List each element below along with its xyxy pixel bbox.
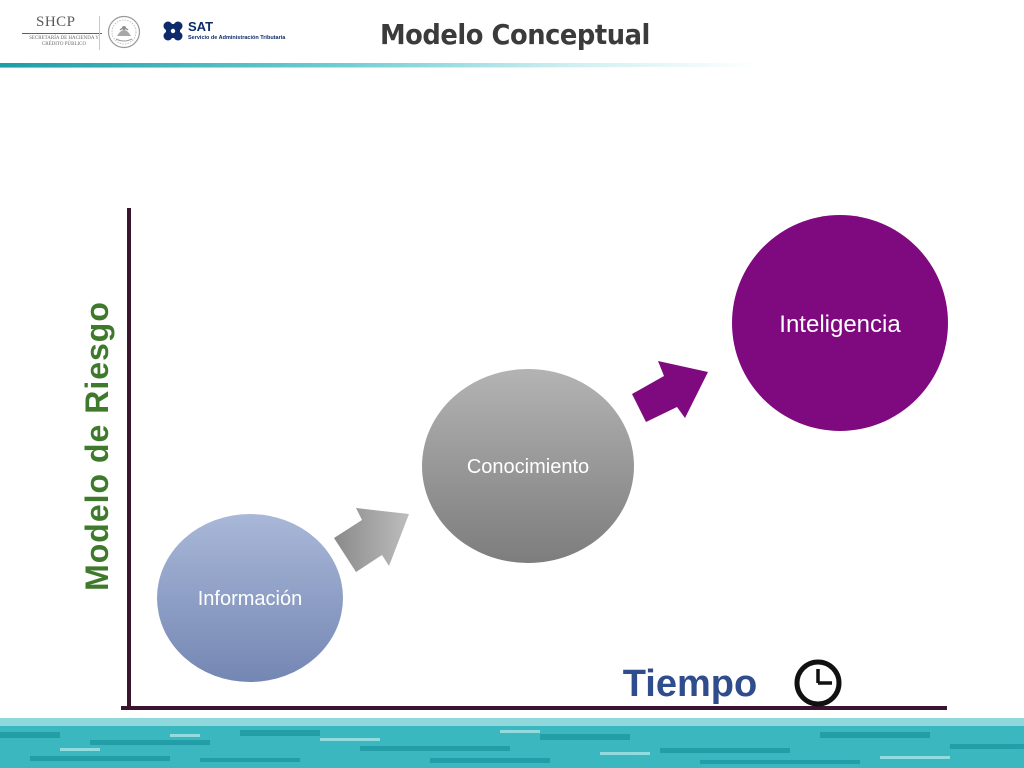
shcp-logo-title: SHCP [36,14,76,30]
sat-logo: SAT Servicio de Administración Tributari… [162,19,286,44]
footer-pattern [0,718,1024,768]
header-accent-line-thin [0,67,640,68]
shcp-logo-rule [22,33,102,34]
shcp-logo-subtitle: Secretaría de Hacienda y Crédito Público [29,36,99,47]
x-axis-label: Tiempo [623,663,757,705]
progress-arrow-1 [334,508,409,572]
slide-header: SHCP Secretaría de Hacienda y Crédito Pú… [0,0,1024,70]
header-accent-line [0,63,760,67]
sat-logo-title: SAT [188,19,214,34]
stage-informacion-circle [157,514,343,682]
sat-logo-subtitle: Servicio de Administración Tributaria [188,35,286,41]
logo-divider [99,16,100,50]
stage-conocimiento-circle [422,369,634,563]
sat-logo-icon [163,21,183,41]
y-axis-label: Modelo de Riesgo [79,301,115,591]
stage-inteligencia-label: Inteligencia [779,311,901,338]
clock-icon [794,659,842,707]
progress-arrow-2 [632,361,708,422]
national-seal-icon [107,15,141,49]
shcp-logo: SHCP Secretaría de Hacienda y Crédito Pú… [18,14,102,54]
stage-inteligencia-circle [732,215,948,431]
stage-conocimiento-label: Conocimiento [467,456,589,478]
slide-title: Modelo Conceptual [380,18,650,51]
stage-informacion-label: Información [198,588,303,610]
